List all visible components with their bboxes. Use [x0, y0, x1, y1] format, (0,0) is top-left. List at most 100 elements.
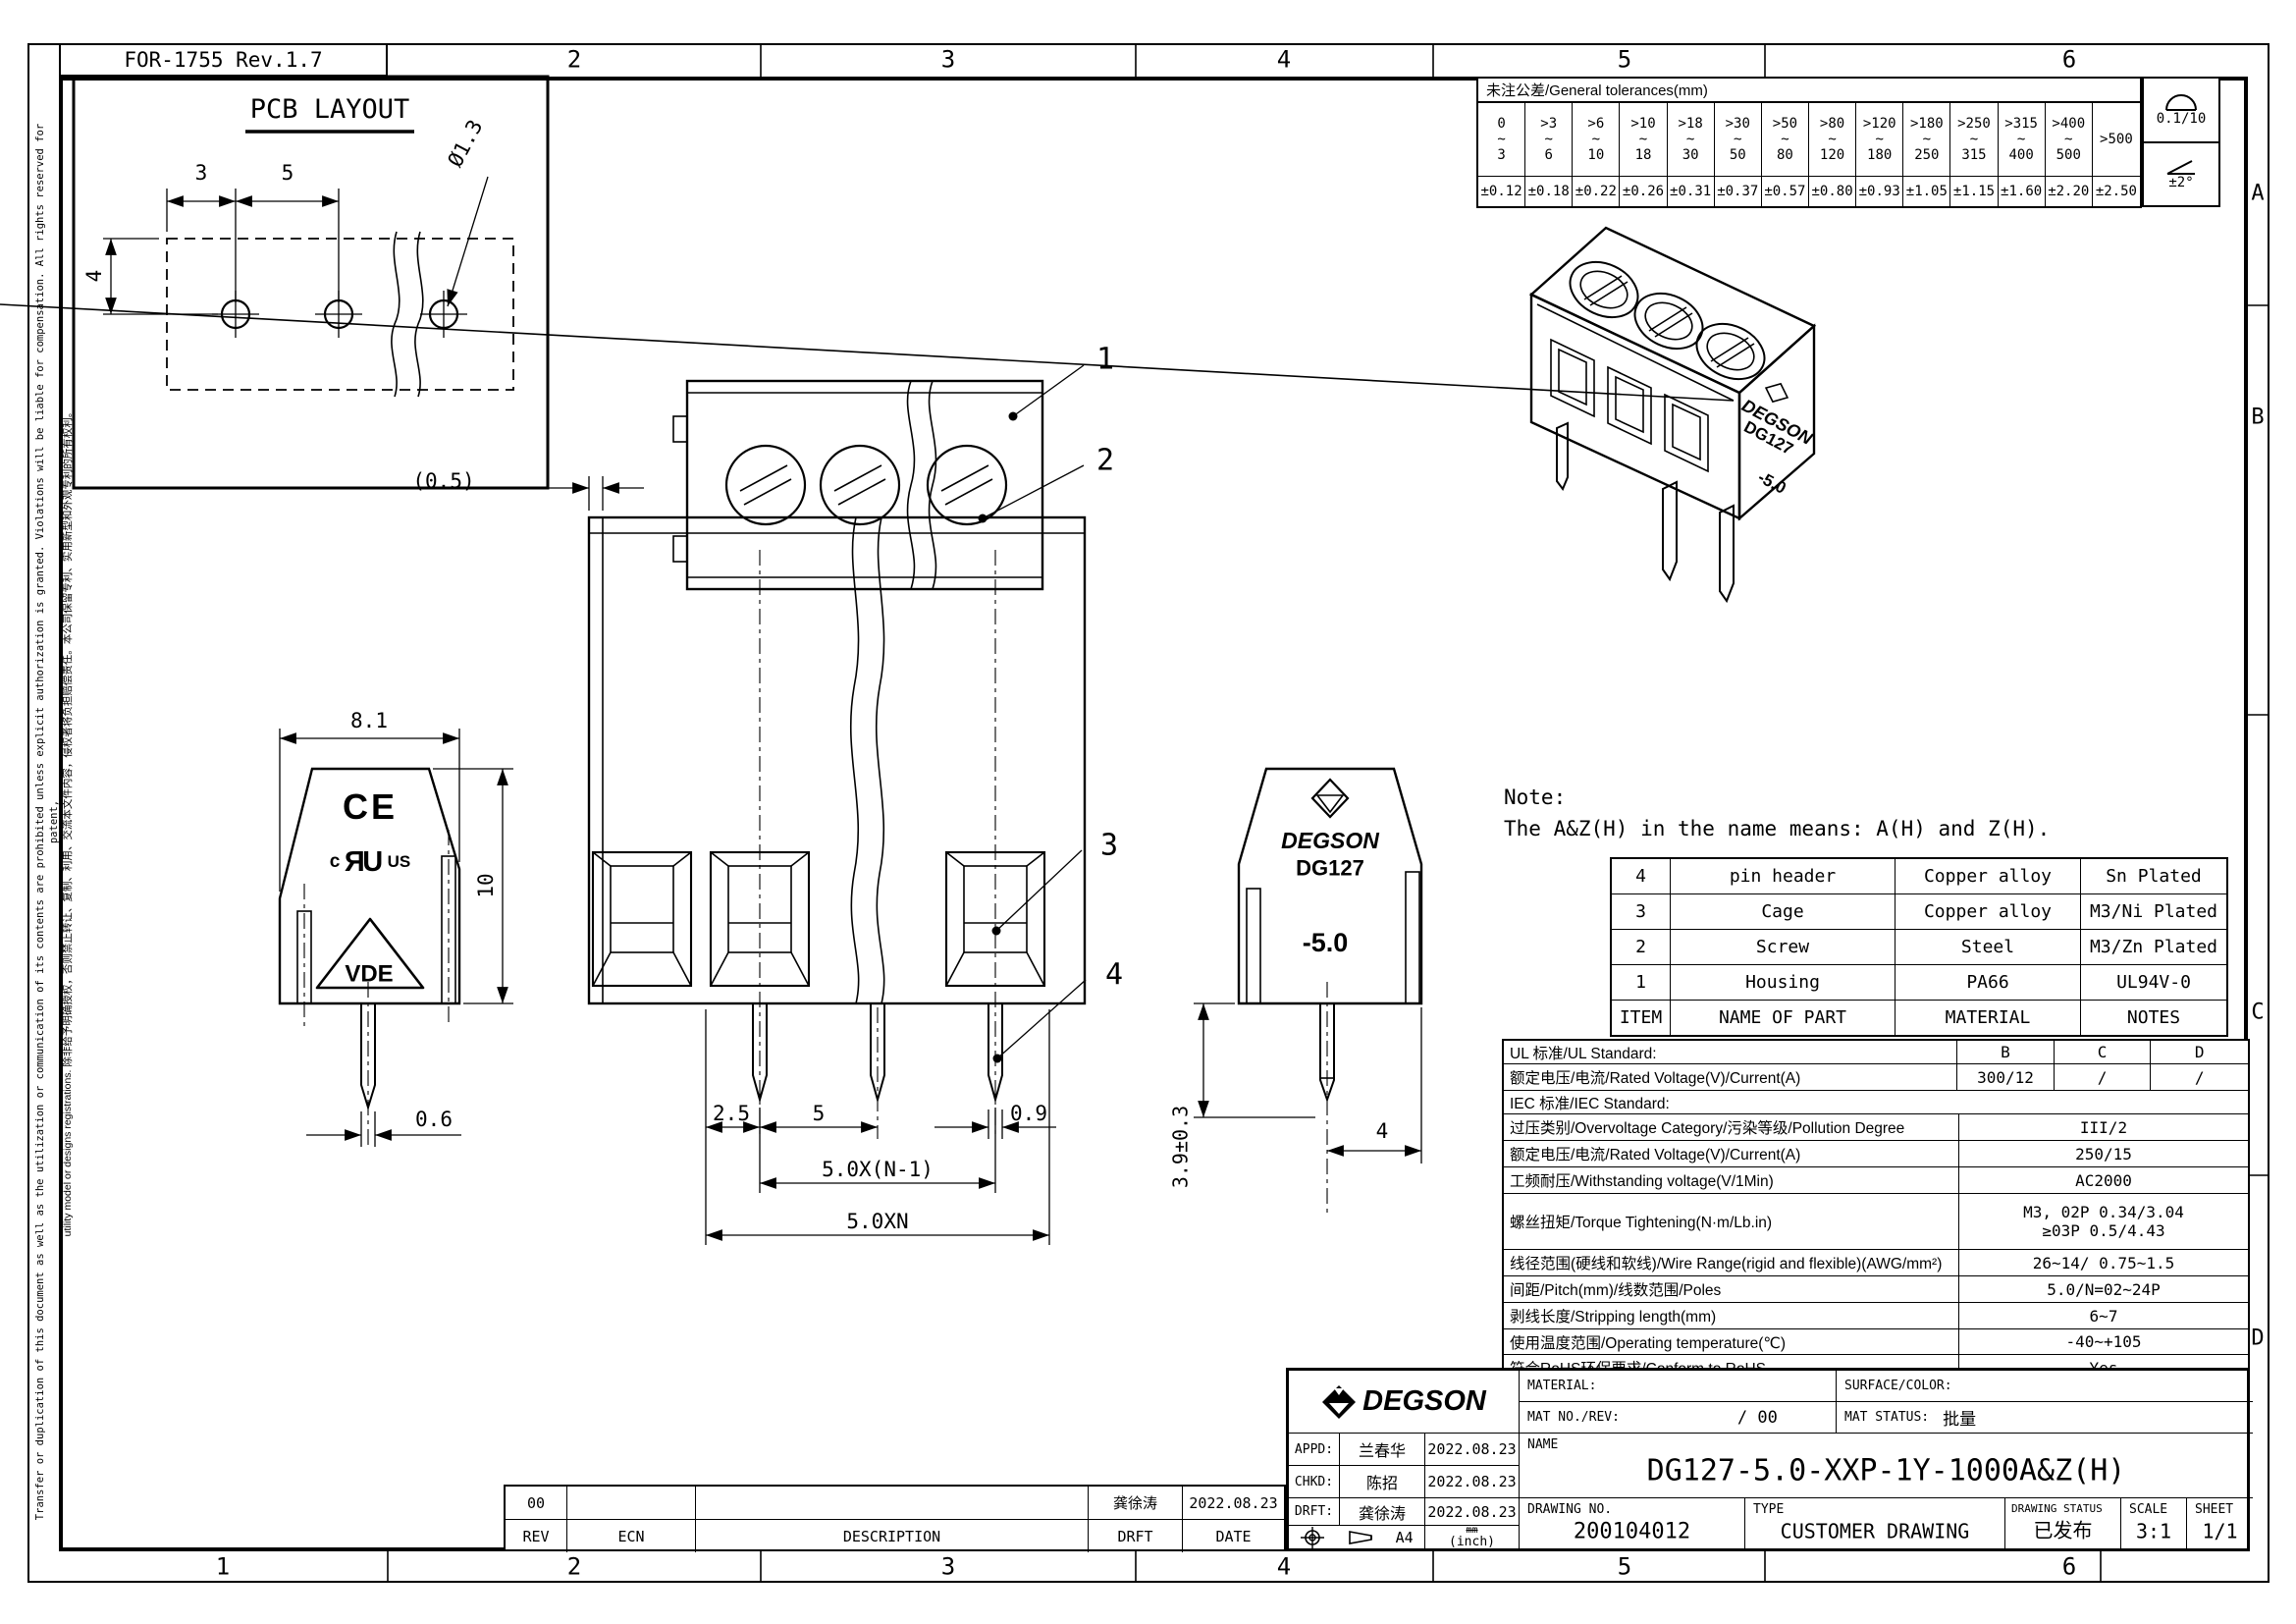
desc-header: DESCRIPTION: [696, 1520, 1089, 1552]
tol-range: >120 ~ 180: [1856, 103, 1904, 177]
spec-row: 使用温度范围/Operating temperature(℃) -40~+105: [1504, 1329, 2248, 1355]
appd-date: 2022.08.23: [1425, 1434, 1520, 1466]
part-notes: M3/Ni Plated: [2089, 901, 2218, 922]
zone-ticks: [387, 43, 2269, 1583]
surface-angle-tolerance: 0.1/10 ±2°: [2142, 77, 2220, 207]
ecn-header: ECN: [567, 1520, 696, 1552]
type-cell: TYPE CUSTOMER DRAWING: [1745, 1498, 2005, 1548]
rev-date-value: 2022.08.23: [1189, 1493, 1278, 1512]
spec-value: 26~14/ 0.75~1.5: [2032, 1253, 2175, 1272]
part-name: Screw: [1671, 930, 1896, 964]
part-name: Cage: [1671, 894, 1896, 929]
spec-value: 250/15: [2075, 1144, 2132, 1164]
drawing-no-value: 200104012: [1573, 1519, 1691, 1544]
tol-range: >6 ~ 10: [1573, 103, 1621, 177]
callout-1: 1: [1095, 342, 1115, 377]
date-header: DATE: [1215, 1527, 1252, 1545]
pcb-title: PCB LAYOUT: [249, 93, 410, 125]
matno-value: / 00: [1736, 1407, 1778, 1428]
dim-2-5: 2.5: [713, 1101, 750, 1125]
part-name: Housing: [1671, 965, 1896, 1000]
tol-range: >50 ~ 80: [1761, 103, 1809, 177]
part-material: Copper alloy: [1896, 894, 2081, 929]
scale-cell: SCALE 3:1: [2121, 1498, 2187, 1548]
spec-row: 线径范围(硬线和软线)/Wire Range(rigid and flexibl…: [1504, 1250, 2248, 1276]
spec-row: 额定电压/电流/Rated Voltage(V)/Current(A) 250/…: [1504, 1141, 2248, 1167]
flatness-cell: 0.1/10: [2144, 79, 2218, 143]
table-row: 2 Screw Steel M3/Zn Plated: [1612, 930, 2226, 965]
surface-cell: SURFACE/COLOR:: [1837, 1371, 2253, 1402]
pcb-dim-5: 5: [281, 160, 294, 185]
zone-bot-6: 6: [2061, 1552, 2077, 1581]
tol-value: ±0.22: [1573, 177, 1621, 206]
dim-4: 4: [1375, 1118, 1389, 1143]
spec-value: AC2000: [2075, 1170, 2132, 1190]
zone-right-c: C: [2251, 1000, 2265, 1025]
spec-label: 剥线长度/Stripping length(mm): [1504, 1303, 1959, 1328]
ul-standard-label: UL 标准/UL Standard:: [1504, 1041, 1958, 1063]
spec-iec-header-row: IEC 标准/IEC Standard:: [1504, 1091, 2248, 1114]
spec-row: 间距/Pitch(mm)/线数范围/Poles 5.0/N=02~24P: [1504, 1276, 2248, 1303]
desc-value: [696, 1487, 1089, 1519]
sheet-cell: SHEET 1/1: [2187, 1498, 2253, 1548]
header-item: ITEM: [1612, 1001, 1671, 1035]
dim-0-6: 0.6: [415, 1107, 453, 1131]
spec-value: III/2: [2079, 1117, 2128, 1137]
spec-table: UL 标准/UL Standard: B C D 额定电压/电流/Rated V…: [1502, 1039, 2250, 1382]
angle-cell: ±2°: [2144, 143, 2218, 206]
spec-label: 线径范围(硬线和软线)/Wire Range(rigid and flexibl…: [1504, 1250, 1959, 1275]
zone-bot-3: 3: [940, 1552, 956, 1581]
outer-border: [27, 43, 2269, 1583]
part-item: 1: [1612, 965, 1671, 1000]
pcb-layout-drawing: [72, 75, 550, 490]
spec-row: 螺丝扭矩/Torque Tightening(N·m/Lb.in) M3, 02…: [1504, 1194, 2248, 1250]
matno-cell: MAT NO./REV: / 00: [1520, 1402, 1837, 1434]
zone-right-a: A: [2251, 181, 2265, 206]
tol-value: ±0.12: [1478, 177, 1526, 206]
ul-mark-us: US: [387, 851, 411, 871]
dim-0-9: 0.9: [1010, 1101, 1047, 1125]
chkd-name: 陈招: [1340, 1466, 1425, 1498]
rev-value: 00: [506, 1487, 567, 1519]
cone-icon: [1349, 1530, 1372, 1544]
spec-label: 过压类别/Overvoltage Category/污染等级/Pollution…: [1504, 1114, 1959, 1140]
units-cell: mm (inch): [1425, 1526, 1520, 1548]
callout-2: 2: [1095, 443, 1115, 478]
type-label: TYPE: [1753, 1502, 1785, 1517]
parts-table: 4 pin header Copper alloy Sn Plated 3 Ca…: [1610, 857, 2228, 1037]
projection-cell: A4: [1289, 1526, 1425, 1548]
paper-size: A4: [1395, 1528, 1414, 1546]
tol-value: ±0.18: [1525, 177, 1574, 206]
spec-ul-rated-row: 额定电压/电流/Rated Voltage(V)/Current(A) 300/…: [1504, 1064, 2248, 1091]
top-view-drawing: [672, 364, 1085, 591]
drft-date: 2022.08.23: [1425, 1498, 1520, 1526]
spec-row: 过压类别/Overvoltage Category/污染等级/Pollution…: [1504, 1114, 2248, 1141]
dim-3-9: 3.9±0.3: [1168, 1105, 1193, 1189]
zone-top-5: 5: [1617, 45, 1632, 74]
part-item: 2: [1612, 930, 1671, 964]
ul-rated-b: 300/12: [1957, 1064, 2055, 1090]
tol-range: >180 ~ 250: [1903, 103, 1951, 177]
angle-icon: [2166, 160, 2195, 175]
tol-value: ±0.93: [1856, 177, 1904, 206]
spec-label: 工频耐压/Withstanding voltage(V/1Min): [1504, 1167, 1959, 1193]
brand-name: DEGSON: [1362, 1385, 1486, 1417]
form-number: FOR-1755 Rev.1.7: [124, 48, 323, 72]
part-notes: M3/Zn Plated: [2089, 937, 2218, 957]
pcb-dim-3: 3: [194, 160, 208, 185]
zone-top-6: 6: [2061, 45, 2077, 74]
appd-name: 兰春华: [1340, 1434, 1425, 1466]
drft-label: DRFT:: [1289, 1498, 1340, 1526]
tol-range: >500: [2092, 103, 2140, 177]
tol-value: ±0.31: [1668, 177, 1715, 206]
ul-rated-c: /: [2055, 1064, 2152, 1090]
part-notes: Sn Plated: [2106, 866, 2202, 887]
note-title: Note:: [1504, 785, 1567, 809]
dim-lip: (0.5): [412, 468, 475, 493]
vde-mark: VDE: [345, 960, 394, 988]
header-material: MATERIAL: [1896, 1001, 2081, 1035]
spec-value-line2: ≥03P 0.5/4.43: [2042, 1221, 2165, 1240]
dim-10: 10: [473, 873, 498, 898]
tol-range: >18 ~ 30: [1667, 103, 1715, 177]
